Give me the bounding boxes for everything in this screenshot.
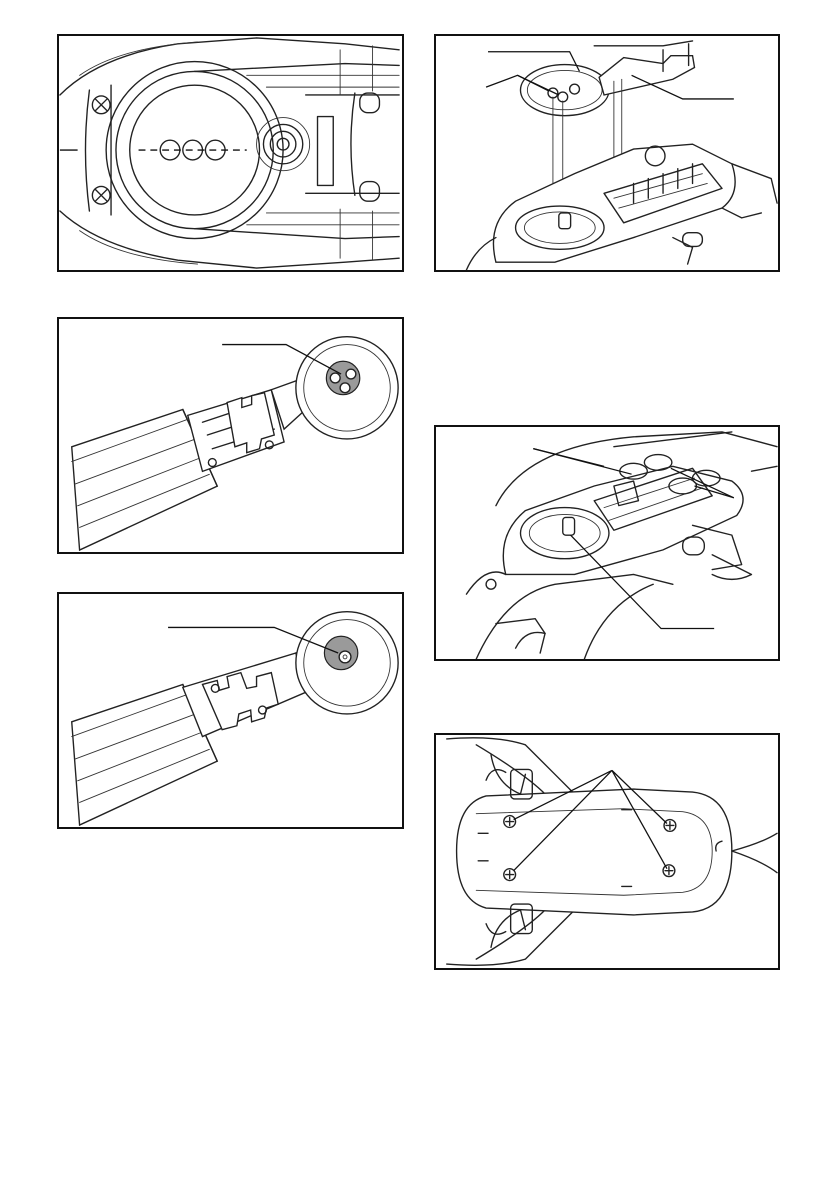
figure-blade-grease-1 <box>57 317 404 554</box>
figure-blade-grease-2 <box>57 592 404 829</box>
figure-drive-housing <box>57 34 404 272</box>
cover-screws-illustration <box>436 735 778 968</box>
figure-cover-screws <box>434 733 780 970</box>
figure-housing-interior <box>434 425 780 661</box>
drive-housing-illustration <box>59 36 402 270</box>
housing-interior-illustration <box>436 427 778 659</box>
blade-grease-illustration-1 <box>59 319 402 552</box>
blade-grease-illustration-2 <box>59 594 402 827</box>
figure-exploded-assembly <box>434 34 780 272</box>
exploded-assembly-illustration <box>436 36 778 270</box>
